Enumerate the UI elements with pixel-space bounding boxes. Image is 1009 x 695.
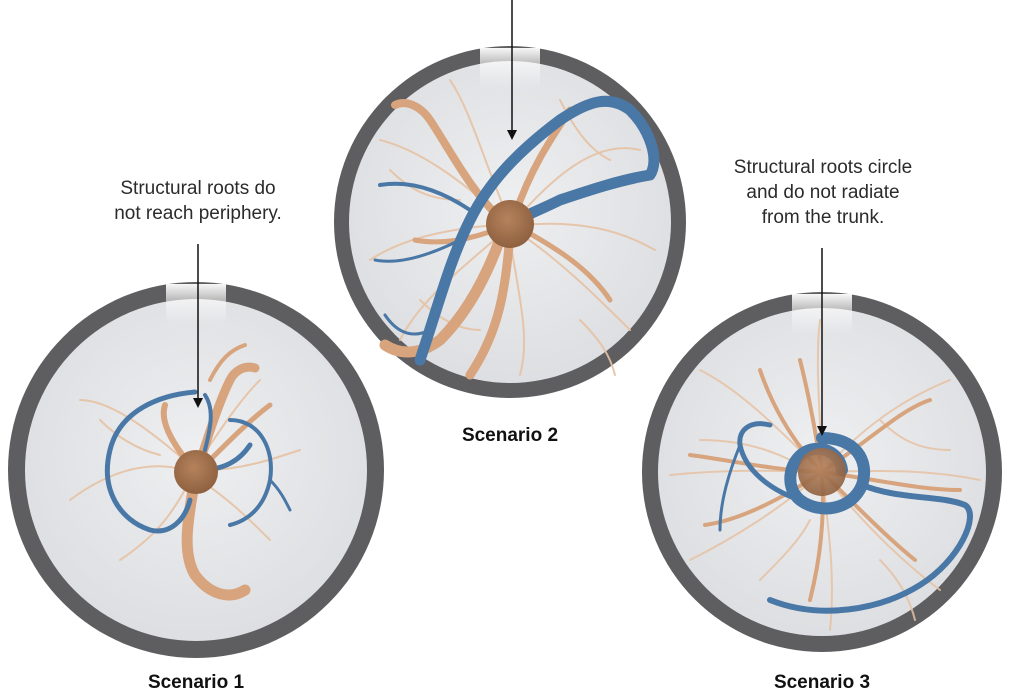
scenario-3-annotation: Structural roots circle and do not radia… xyxy=(693,155,953,230)
annotation-line: from the trunk. xyxy=(693,205,953,230)
scenario-3-caption: Scenario 3 xyxy=(732,672,912,694)
scenario-1-pot xyxy=(8,282,384,658)
scenario-1-annotation: Structural roots do not reach periphery. xyxy=(88,176,308,226)
scenario-2-pot xyxy=(334,46,686,398)
scenario-2-caption: Scenario 2 xyxy=(420,425,600,447)
scenario-1-caption: Scenario 1 xyxy=(106,672,286,694)
annotation-line: not reach periphery. xyxy=(88,201,308,226)
annotation-line: Structural roots do xyxy=(88,176,308,201)
annotation-line: Structural roots circle xyxy=(693,155,953,180)
annotation-line: and do not radiate xyxy=(693,180,953,205)
